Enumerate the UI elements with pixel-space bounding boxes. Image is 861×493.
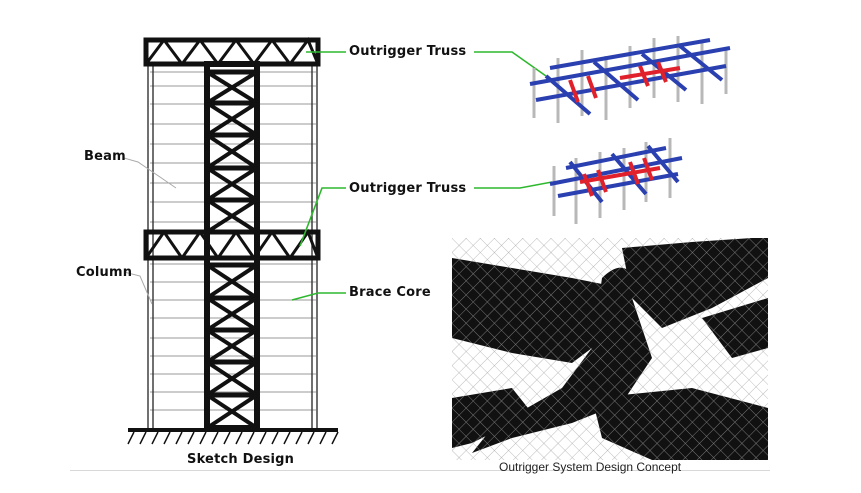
mid-outrigger-truss <box>143 228 321 261</box>
gray-leader-lines <box>123 157 177 305</box>
label-outrigger-truss-mid: Outrigger Truss <box>349 181 467 196</box>
leader-lines <box>291 51 553 301</box>
label-beam: Beam <box>84 149 126 164</box>
top-outrigger-truss <box>143 37 321 67</box>
floor-beams <box>150 71 316 411</box>
label-column: Column <box>76 265 133 280</box>
concept-photo <box>452 238 768 460</box>
ground-line <box>127 428 339 445</box>
label-outrigger-truss-top: Outrigger Truss <box>349 44 467 59</box>
structural-model-bottom <box>549 138 683 224</box>
label-brace-core: Brace Core <box>349 285 431 300</box>
divider <box>70 470 770 471</box>
photo-art <box>452 238 768 460</box>
label-sketch-design: Sketch Design <box>187 452 295 467</box>
brace-core <box>204 61 260 431</box>
structural-model-top <box>529 36 731 123</box>
caption: Outrigger System Design Concept <box>499 460 682 474</box>
